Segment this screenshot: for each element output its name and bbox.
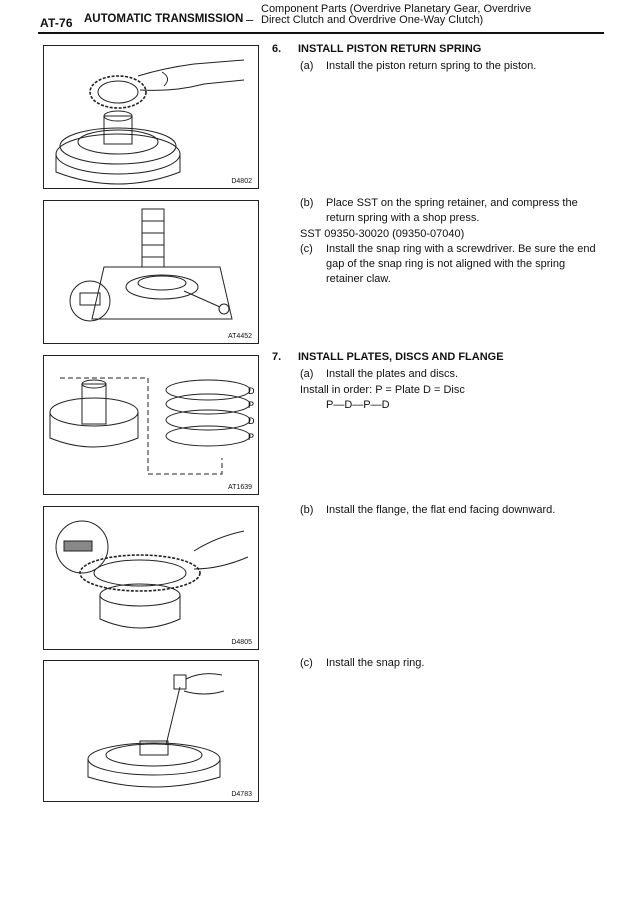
page-code: AT-76 bbox=[40, 16, 73, 30]
step-6a: (a) Install the piston return spring to … bbox=[300, 59, 600, 75]
figure-code: D4802 bbox=[231, 178, 252, 185]
sub-text: Install the piston return spring to the … bbox=[326, 60, 537, 72]
sub-text: Install the flange, the flat end facing … bbox=[326, 504, 556, 516]
subtitle-line-2: Direct Clutch and Overdrive One-Way Clut… bbox=[261, 14, 484, 26]
figure-press-compress: AT4452 bbox=[43, 200, 259, 344]
plate-label: P bbox=[248, 432, 254, 442]
step-number: 6. bbox=[272, 43, 282, 55]
disc-label: D bbox=[248, 386, 255, 396]
install-order-legend: Install in order: P = Plate D = Disc bbox=[300, 384, 465, 396]
figure-code: AT4452 bbox=[228, 333, 252, 340]
step-6c: (c) Install the snap ring with a screwdr… bbox=[300, 242, 600, 288]
step-title: INSTALL PLATES, DISCS AND FLANGE bbox=[298, 351, 504, 363]
step-6-heading: 6. INSTALL PISTON RETURN SPRING bbox=[272, 42, 602, 57]
sub-text: Install the plates and discs. bbox=[326, 368, 459, 380]
figure-3-illustration: D P D P bbox=[49, 377, 255, 475]
step-title: INSTALL PISTON RETURN SPRING bbox=[298, 43, 482, 55]
disc-label: D bbox=[248, 416, 255, 426]
sst-number: SST 09350-30020 (09350-07040) bbox=[300, 228, 465, 240]
figure-5-illustration bbox=[87, 673, 225, 788]
sub-label: (c) bbox=[300, 657, 313, 669]
sub-text: Install the snap ring with a screwdriver… bbox=[326, 243, 596, 285]
sub-text: Place SST on the spring retainer, and co… bbox=[326, 197, 578, 224]
figure-snap-ring: D4783 bbox=[43, 660, 259, 802]
plate-label: P bbox=[248, 400, 254, 410]
section-title: AUTOMATIC TRANSMISSION bbox=[84, 13, 244, 25]
step-7-heading: 7. INSTALL PLATES, DISCS AND FLANGE bbox=[272, 350, 602, 365]
figure-code: D4783 bbox=[231, 791, 252, 798]
step-7b: (b) Install the flange, the flat end fac… bbox=[300, 503, 600, 519]
page-header: AT-76 AUTOMATIC TRANSMISSION – Component… bbox=[0, 0, 640, 36]
sub-label: (a) bbox=[300, 368, 314, 380]
figure-flange: D4805 bbox=[43, 506, 259, 650]
header-dash: – bbox=[246, 12, 254, 27]
header-rule bbox=[38, 32, 604, 34]
sub-label: (b) bbox=[300, 504, 314, 516]
figure-1-illustration bbox=[55, 59, 245, 185]
figure-plates-discs: D P D P AT1639 bbox=[43, 355, 259, 495]
sub-text: Install the snap ring. bbox=[326, 657, 425, 669]
figure-code: AT1639 bbox=[228, 484, 252, 491]
sub-label: (b) bbox=[300, 197, 314, 209]
subtitle-line-1: Component Parts (Overdrive Planetary Gea… bbox=[261, 3, 532, 15]
sub-label: (c) bbox=[300, 243, 313, 255]
step-number: 7. bbox=[272, 351, 282, 363]
figure-2-illustration bbox=[69, 208, 233, 322]
header-subtitle: Component Parts (Overdrive Planetary Gea… bbox=[261, 4, 531, 26]
figure-code: D4805 bbox=[231, 639, 252, 646]
step-7c: (c) Install the snap ring. bbox=[300, 656, 600, 672]
figure-piston-return-spring: D4802 bbox=[43, 45, 259, 189]
sub-label: (a) bbox=[300, 60, 314, 72]
install-order-sequence: P—D—P—D bbox=[326, 399, 390, 411]
step-7a: (a) Install the plates and discs. bbox=[300, 367, 600, 383]
step-6b: (b) Place SST on the spring retainer, an… bbox=[300, 196, 600, 226]
figure-4-illustration bbox=[55, 520, 249, 629]
